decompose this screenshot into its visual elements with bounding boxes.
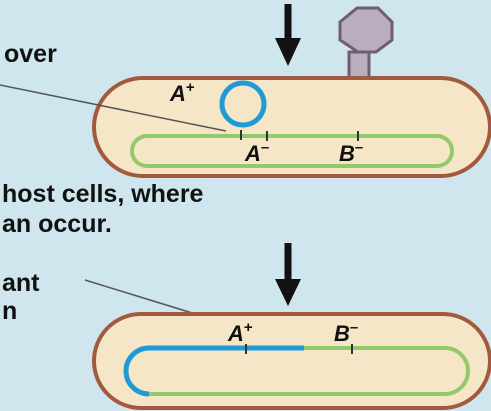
gene-label-top-a: A– [245,142,269,166]
host-cell-top [94,78,490,176]
crossover-text: over [4,40,57,68]
recombinant-pointer-line [85,280,202,316]
recombinant-line-2: n [2,297,17,325]
down-arrow-bottom [275,243,301,306]
gene-label-bottom-b: B– [334,322,358,346]
caption-line-2: an occur. [2,210,112,238]
gene-label-top-b: B– [339,142,363,166]
host-cell-bottom [94,314,490,408]
gene-label-bottom-a: A+ [228,322,253,346]
down-arrow-top [275,4,301,66]
gene-label-plasmid-a: A+ [170,82,195,106]
caption-line-1: host cells, where [2,180,203,208]
recombinant-line-1: ant [2,269,40,297]
